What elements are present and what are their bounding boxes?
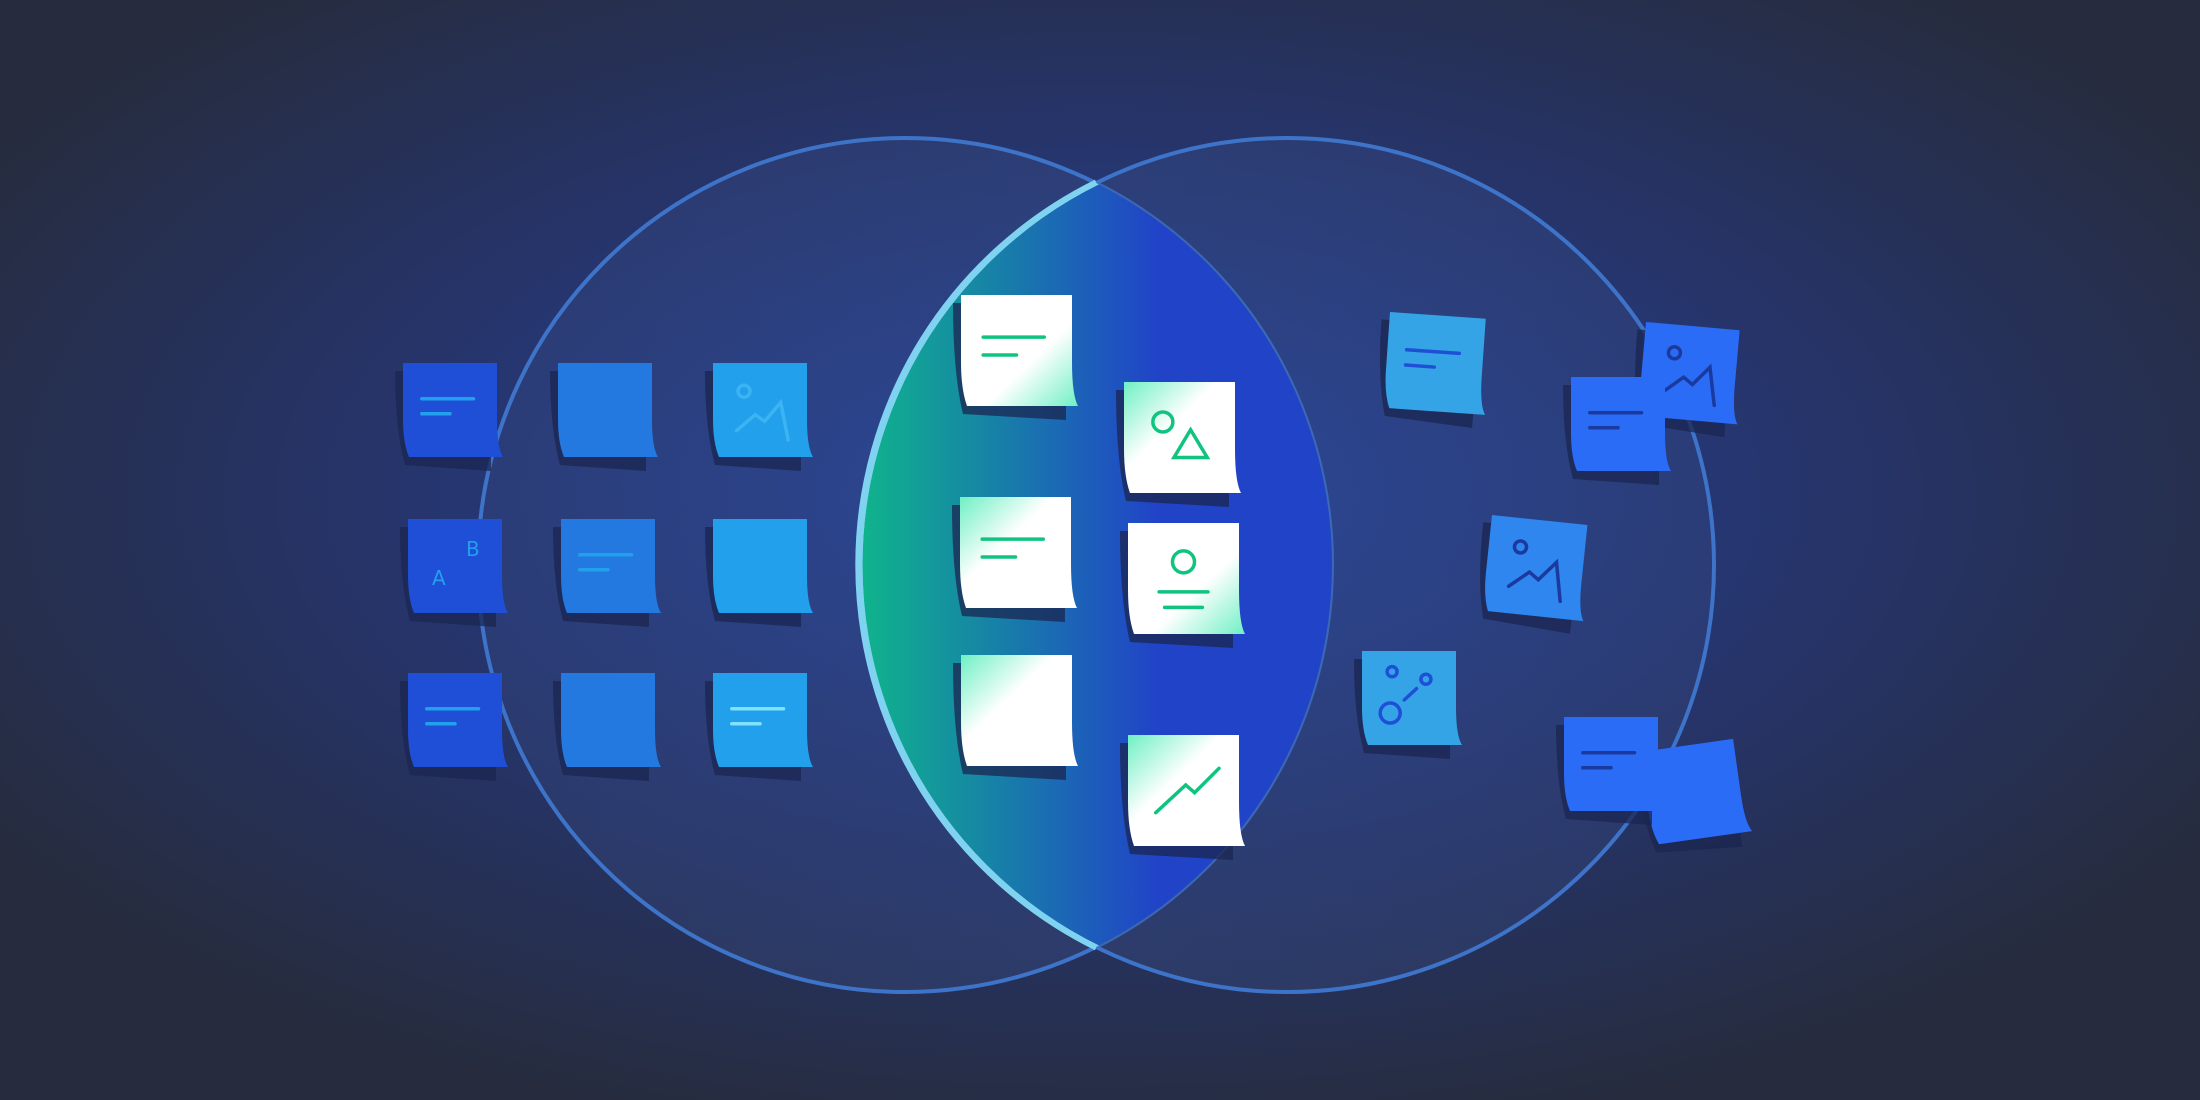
image-icon [1666,345,1683,361]
note-paper [1564,717,1664,811]
note-paper [960,497,1077,608]
profile-icon [1170,549,1197,575]
sticky-note [705,673,813,781]
note-paper [408,673,508,767]
sticky-note [1556,717,1664,825]
sticky-note [953,295,1078,420]
image-icon [736,383,752,399]
sticky-note [1480,515,1588,634]
sticky-note [553,519,661,627]
note-paper [1640,738,1753,845]
sticky-note [395,363,503,471]
sticky-note [1120,523,1245,648]
sticky-note [705,519,813,627]
sticky-note [952,497,1077,622]
trend-icon [1154,766,1221,815]
note-paper [1362,651,1462,745]
sticky-note [550,363,658,471]
note-paper [1385,312,1486,415]
sticky-note [400,519,508,627]
sticky-note [1354,651,1462,759]
note-paper [1571,377,1671,471]
note-paper [403,363,503,457]
note-paper [713,519,813,613]
note-paper [713,673,813,767]
sticky-note [953,655,1078,780]
note-paper [961,655,1078,766]
sticky-note [1633,738,1753,853]
note-paper [561,519,661,613]
note-paper [961,295,1078,406]
note-paper [1128,735,1245,846]
sticky-note [1563,377,1671,485]
sticky-note [1120,735,1245,860]
sticky-note [400,673,508,781]
sticky-note [1380,312,1486,429]
note-paper [1124,382,1241,493]
note-letter-a: A [432,566,446,590]
image-icon [1512,539,1529,555]
text-lines-icon [1404,347,1462,356]
shapes-icon [1151,410,1175,434]
note-paper [558,363,658,457]
note-paper [713,363,813,457]
network-icon [1378,701,1402,725]
note-letter-b: B [466,537,480,561]
note-paper [1128,523,1245,634]
note-paper [561,673,661,767]
note-paper [1485,515,1588,622]
sticky-note [705,363,813,471]
note-paper [408,519,508,613]
sticky-note [553,673,661,781]
sticky-note [1116,382,1241,507]
lens-edge [855,179,1098,951]
